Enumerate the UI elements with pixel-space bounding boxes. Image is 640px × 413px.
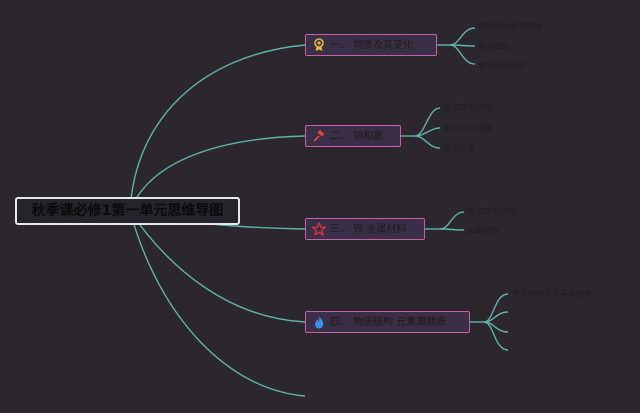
branch-topic-3[interactable]: 三、 铁 金属材料 xyxy=(305,218,425,240)
branch-topic-4[interactable]: 四、 物质结构 元素周期表 xyxy=(305,311,470,333)
conn-b4-4 xyxy=(483,321,509,351)
conn-root-2 xyxy=(129,135,306,212)
leaf-3-2[interactable]: 金属材料 xyxy=(467,226,499,235)
leaf-1-3[interactable]: 氧化还原反应 xyxy=(478,61,526,70)
mindmap-root-topic[interactable]: 秋季课必修1第一单元思维导图 xyxy=(15,197,240,225)
leaf-2-1[interactable]: 钠及其化合物 xyxy=(443,103,491,112)
award-medal-icon xyxy=(312,38,326,52)
branch-topic-1[interactable]: 一、 物质及其变化 xyxy=(305,34,437,56)
leaf-3-1[interactable]: 铁及其化合物 xyxy=(467,207,515,216)
leaf-4-1[interactable]: 原子结构与元素周期表 xyxy=(512,289,592,298)
conn-b3-1 xyxy=(439,211,465,230)
leaf-2-3[interactable]: 物质的量 xyxy=(443,144,475,153)
hammer-icon xyxy=(312,129,326,143)
branch-label-3: 三、 铁 金属材料 xyxy=(330,223,407,235)
flame-icon xyxy=(312,315,326,329)
conn-b1-1 xyxy=(449,27,476,46)
conn-root-1 xyxy=(129,44,306,212)
branch-label-4: 四、 物质结构 元素周期表 xyxy=(330,316,447,328)
branch-topic-2[interactable]: 二、 钠和氯 xyxy=(305,125,401,147)
conn-b3-2 xyxy=(439,228,465,231)
conn-b4-1 xyxy=(483,293,509,323)
conn-root-4 xyxy=(129,210,306,323)
conn-root-5 xyxy=(129,210,306,397)
leaf-1-1[interactable]: 物质的分类及转化 xyxy=(478,22,542,31)
star-outline-icon xyxy=(312,222,326,236)
conn-b2-3 xyxy=(414,135,441,149)
branch-label-1: 一、 物质及其变化 xyxy=(330,39,414,51)
leaf-1-2[interactable]: 离子反应 xyxy=(478,42,510,51)
branch-label-2: 二、 钠和氯 xyxy=(330,130,384,142)
leaf-2-2[interactable]: 氯及其化合物 xyxy=(443,124,491,133)
conn-b1-3 xyxy=(449,44,476,65)
